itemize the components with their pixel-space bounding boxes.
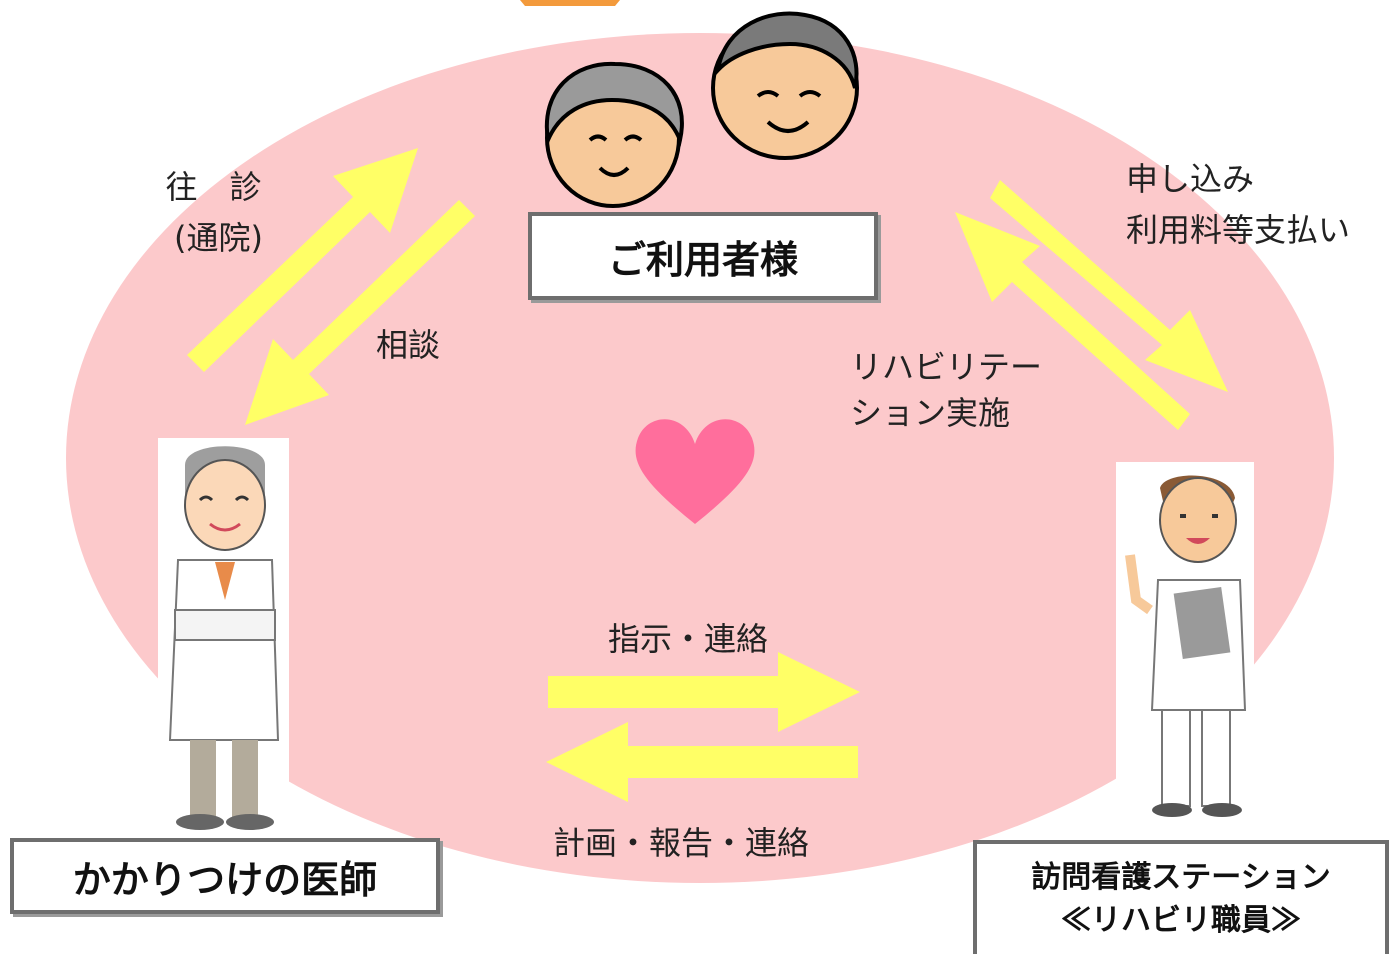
therapist-icon: [1116, 462, 1254, 830]
edge-apply-line1: 申し込み: [1126, 160, 1255, 198]
arrow-report: [546, 722, 858, 802]
node-station-line1: 訪問看護ステーション: [1031, 859, 1331, 895]
node-doctor: かかりつけの医師: [10, 838, 440, 914]
doctor-icon: [158, 438, 289, 842]
edge-visit-label: 往 診 (通院): [164, 162, 263, 264]
edge-report-label: 計画・報告・連絡: [553, 824, 810, 862]
arrow-instruct: [548, 652, 860, 732]
edge-rehab-line2: ション実施: [850, 394, 1011, 433]
edge-visit-line2: (通院): [174, 219, 263, 258]
arrow-consult: [245, 200, 475, 425]
node-station: 訪問看護ステーション ≪リハビリ職員≫: [973, 840, 1389, 954]
arrow-apply: [990, 180, 1228, 392]
elderly-couple-icon: [544, 11, 859, 208]
heart-icon: [635, 419, 755, 524]
title-fragment-icon: [520, 0, 620, 6]
node-user-label: ご利用者様: [607, 236, 798, 282]
node-station-line2: ≪リハビリ職員≫: [1061, 903, 1301, 938]
arrow-visit: [187, 148, 418, 372]
edge-apply-line2: 利用料等支払い: [1126, 211, 1351, 250]
edge-rehab-line1: リハビリテー: [850, 348, 1043, 386]
arrow-rehab: [955, 212, 1190, 430]
edge-instruct-label: 指示・連絡: [608, 620, 769, 658]
arrows: [187, 148, 1228, 802]
node-doctor-label: かかりつけの医師: [72, 856, 378, 902]
edge-rehab-label: リハビリテー ション実施: [850, 344, 1042, 437]
edge-consult-label: 相談: [376, 326, 441, 364]
edge-apply-label: 申し込み 利用料等支払い: [1126, 154, 1350, 256]
node-user: ご利用者様: [528, 212, 878, 300]
edge-visit-line1: 往 診: [165, 168, 262, 206]
